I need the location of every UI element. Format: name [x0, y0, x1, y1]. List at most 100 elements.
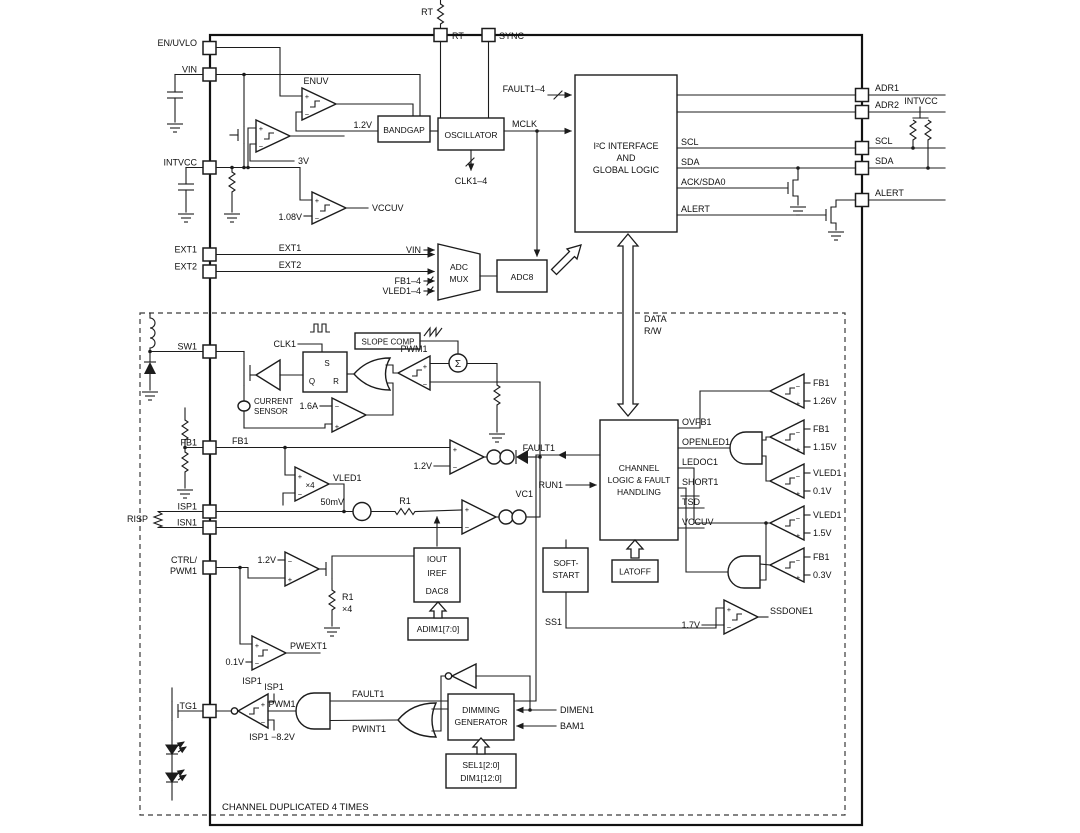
vled-plus: + [298, 472, 303, 481]
rt-sync-wires [439, 40, 490, 119]
dimming-gen-label-1: DIMMING [462, 705, 500, 715]
r1-sense-label: R1 [399, 496, 411, 506]
sel1-label: SEL1[2:0] [462, 760, 499, 770]
fb-divider-resistors [176, 407, 204, 499]
current-sensor-icon [237, 400, 333, 429]
pwext-0v1-label: 0.1V [225, 657, 244, 667]
tg-isp1-m82-label: ISP1 −8.2V [249, 732, 295, 742]
pwint-wire [329, 719, 399, 722]
c1-fb1-label: FB1 [813, 378, 830, 388]
vin-ext-capacitor [166, 73, 204, 133]
pin-scl-label: SCL [875, 136, 893, 146]
ctrl-x4-label: ×4 [342, 604, 352, 614]
data-rw-label-1: DATA [644, 314, 667, 324]
clk1-wire [297, 323, 330, 353]
short-and-gate [677, 487, 761, 589]
enuv-label: ENUV [303, 76, 328, 86]
c4-minus: − [796, 514, 801, 523]
channel-logic-label-2: LOGIC & FAULT [608, 475, 671, 485]
oc-plus: + [335, 422, 340, 431]
vccuv-minus: − [315, 214, 320, 223]
latoff-block [611, 539, 659, 583]
adcmux-fb14-label: FB1–4 [394, 276, 421, 286]
oc-1a6-label: 1.6A [299, 401, 318, 411]
ea-minus: − [453, 463, 458, 472]
bandgap-label: BANDGAP [383, 125, 425, 135]
dimen1-label: DIMEN1 [560, 705, 594, 715]
adim-register [407, 601, 469, 641]
c2-ref-label: 1.15V [813, 442, 837, 452]
i2c-label-2: AND [616, 153, 636, 163]
vccuv-plus: + [315, 196, 320, 205]
adcmux-inputs [423, 246, 436, 296]
pin-ext2-label: EXT2 [174, 262, 197, 272]
vled-x4-label: ×4 [305, 481, 315, 490]
ss1-label: SS1 [545, 617, 562, 627]
ctrl-r1-label: R1 [342, 592, 354, 602]
gate-driver-triangle [249, 358, 304, 392]
current-sensor-label-1: CURRENT [254, 397, 293, 406]
pin-rt-label: RT [452, 31, 464, 41]
latch-q-label: Q [309, 377, 315, 386]
clk14-wire [465, 149, 475, 172]
fb1-net-label: FB1 [232, 436, 249, 446]
current-sensor-label-2: SENSOR [254, 407, 288, 416]
pin-sync [481, 27, 496, 43]
ack-sda0-label: ACK/SDA0 [681, 177, 726, 187]
fb-error-amp: + − [215, 438, 541, 476]
intvcc-divider-resistor [223, 166, 241, 223]
c3-vled1-label: VLED1 [813, 468, 842, 478]
dac8-block [413, 515, 461, 603]
ext-input-wires [215, 251, 436, 275]
pin-sda-label: SDA [875, 156, 894, 166]
ctrl-plus: + [288, 575, 293, 584]
c4-vled1-label: VLED1 [813, 510, 842, 520]
tsd-label: TSD [682, 497, 701, 507]
rt-resistor-icon [436, 0, 445, 30]
power-mosfet-icon [215, 350, 251, 402]
pwm-minus: − [423, 380, 428, 389]
openled-fb-comparator: − + [761, 418, 811, 456]
pin-isp1-label: ISP1 [177, 502, 197, 512]
openled1-label: OPENLED1 [682, 437, 730, 447]
c5-ref-label: 0.3V [813, 570, 832, 580]
fault1-net [329, 451, 601, 702]
sda-net-label: SDA [681, 157, 700, 167]
adc8-label: ADC8 [511, 272, 534, 282]
c4-plus: + [796, 531, 801, 540]
sr-latch-block [302, 351, 348, 393]
pin-alert-label: ALERT [875, 188, 904, 198]
oc-comparator: − + [319, 382, 394, 434]
c3-ref-label: 0.1V [813, 486, 832, 496]
adc-mux-label-1: ADC [450, 262, 468, 272]
slope-comp-label: SLOPE COMP [362, 338, 415, 347]
fault14-wire [547, 90, 573, 100]
mclk-wires [503, 127, 573, 258]
soft-start-label-2: START [552, 570, 579, 580]
pwext-minus: − [255, 659, 260, 668]
dac8-label: DAC8 [426, 586, 449, 596]
led-string [166, 742, 186, 801]
short1-label: SHORT1 [682, 477, 718, 487]
dim-inverter [431, 662, 531, 732]
fault1-and-label: FAULT1 [352, 689, 384, 699]
pwext1-label: PWEXT1 [290, 641, 327, 651]
vccuv-label: VCCUV [372, 203, 404, 213]
adc-mux-block [437, 243, 498, 301]
ovfb-comparator: − + [677, 372, 811, 429]
pin-sync-label: SYNC [499, 31, 525, 41]
clk1-label: CLK1 [273, 339, 296, 349]
latoff-label: LATOFF [619, 567, 651, 577]
bandgap-block [377, 115, 439, 143]
pin-enuvlo-label: EN/UVLO [157, 38, 197, 48]
pwm-comp-label: PWM1 [401, 344, 428, 354]
enuv-comparator: + − [301, 86, 338, 122]
i2c-right-wires [676, 94, 857, 169]
ovfb1-label: OVFB1 [682, 417, 712, 427]
dim1-label: DIM1[12:0] [460, 773, 502, 783]
adcmux-vin-label: VIN [406, 245, 421, 255]
enuv-plus: + [305, 92, 310, 101]
right-pin-wires [867, 94, 946, 201]
vccuv-fault-label: VCCUV [682, 517, 714, 527]
dac8-iout-label: IOUT [427, 554, 447, 564]
